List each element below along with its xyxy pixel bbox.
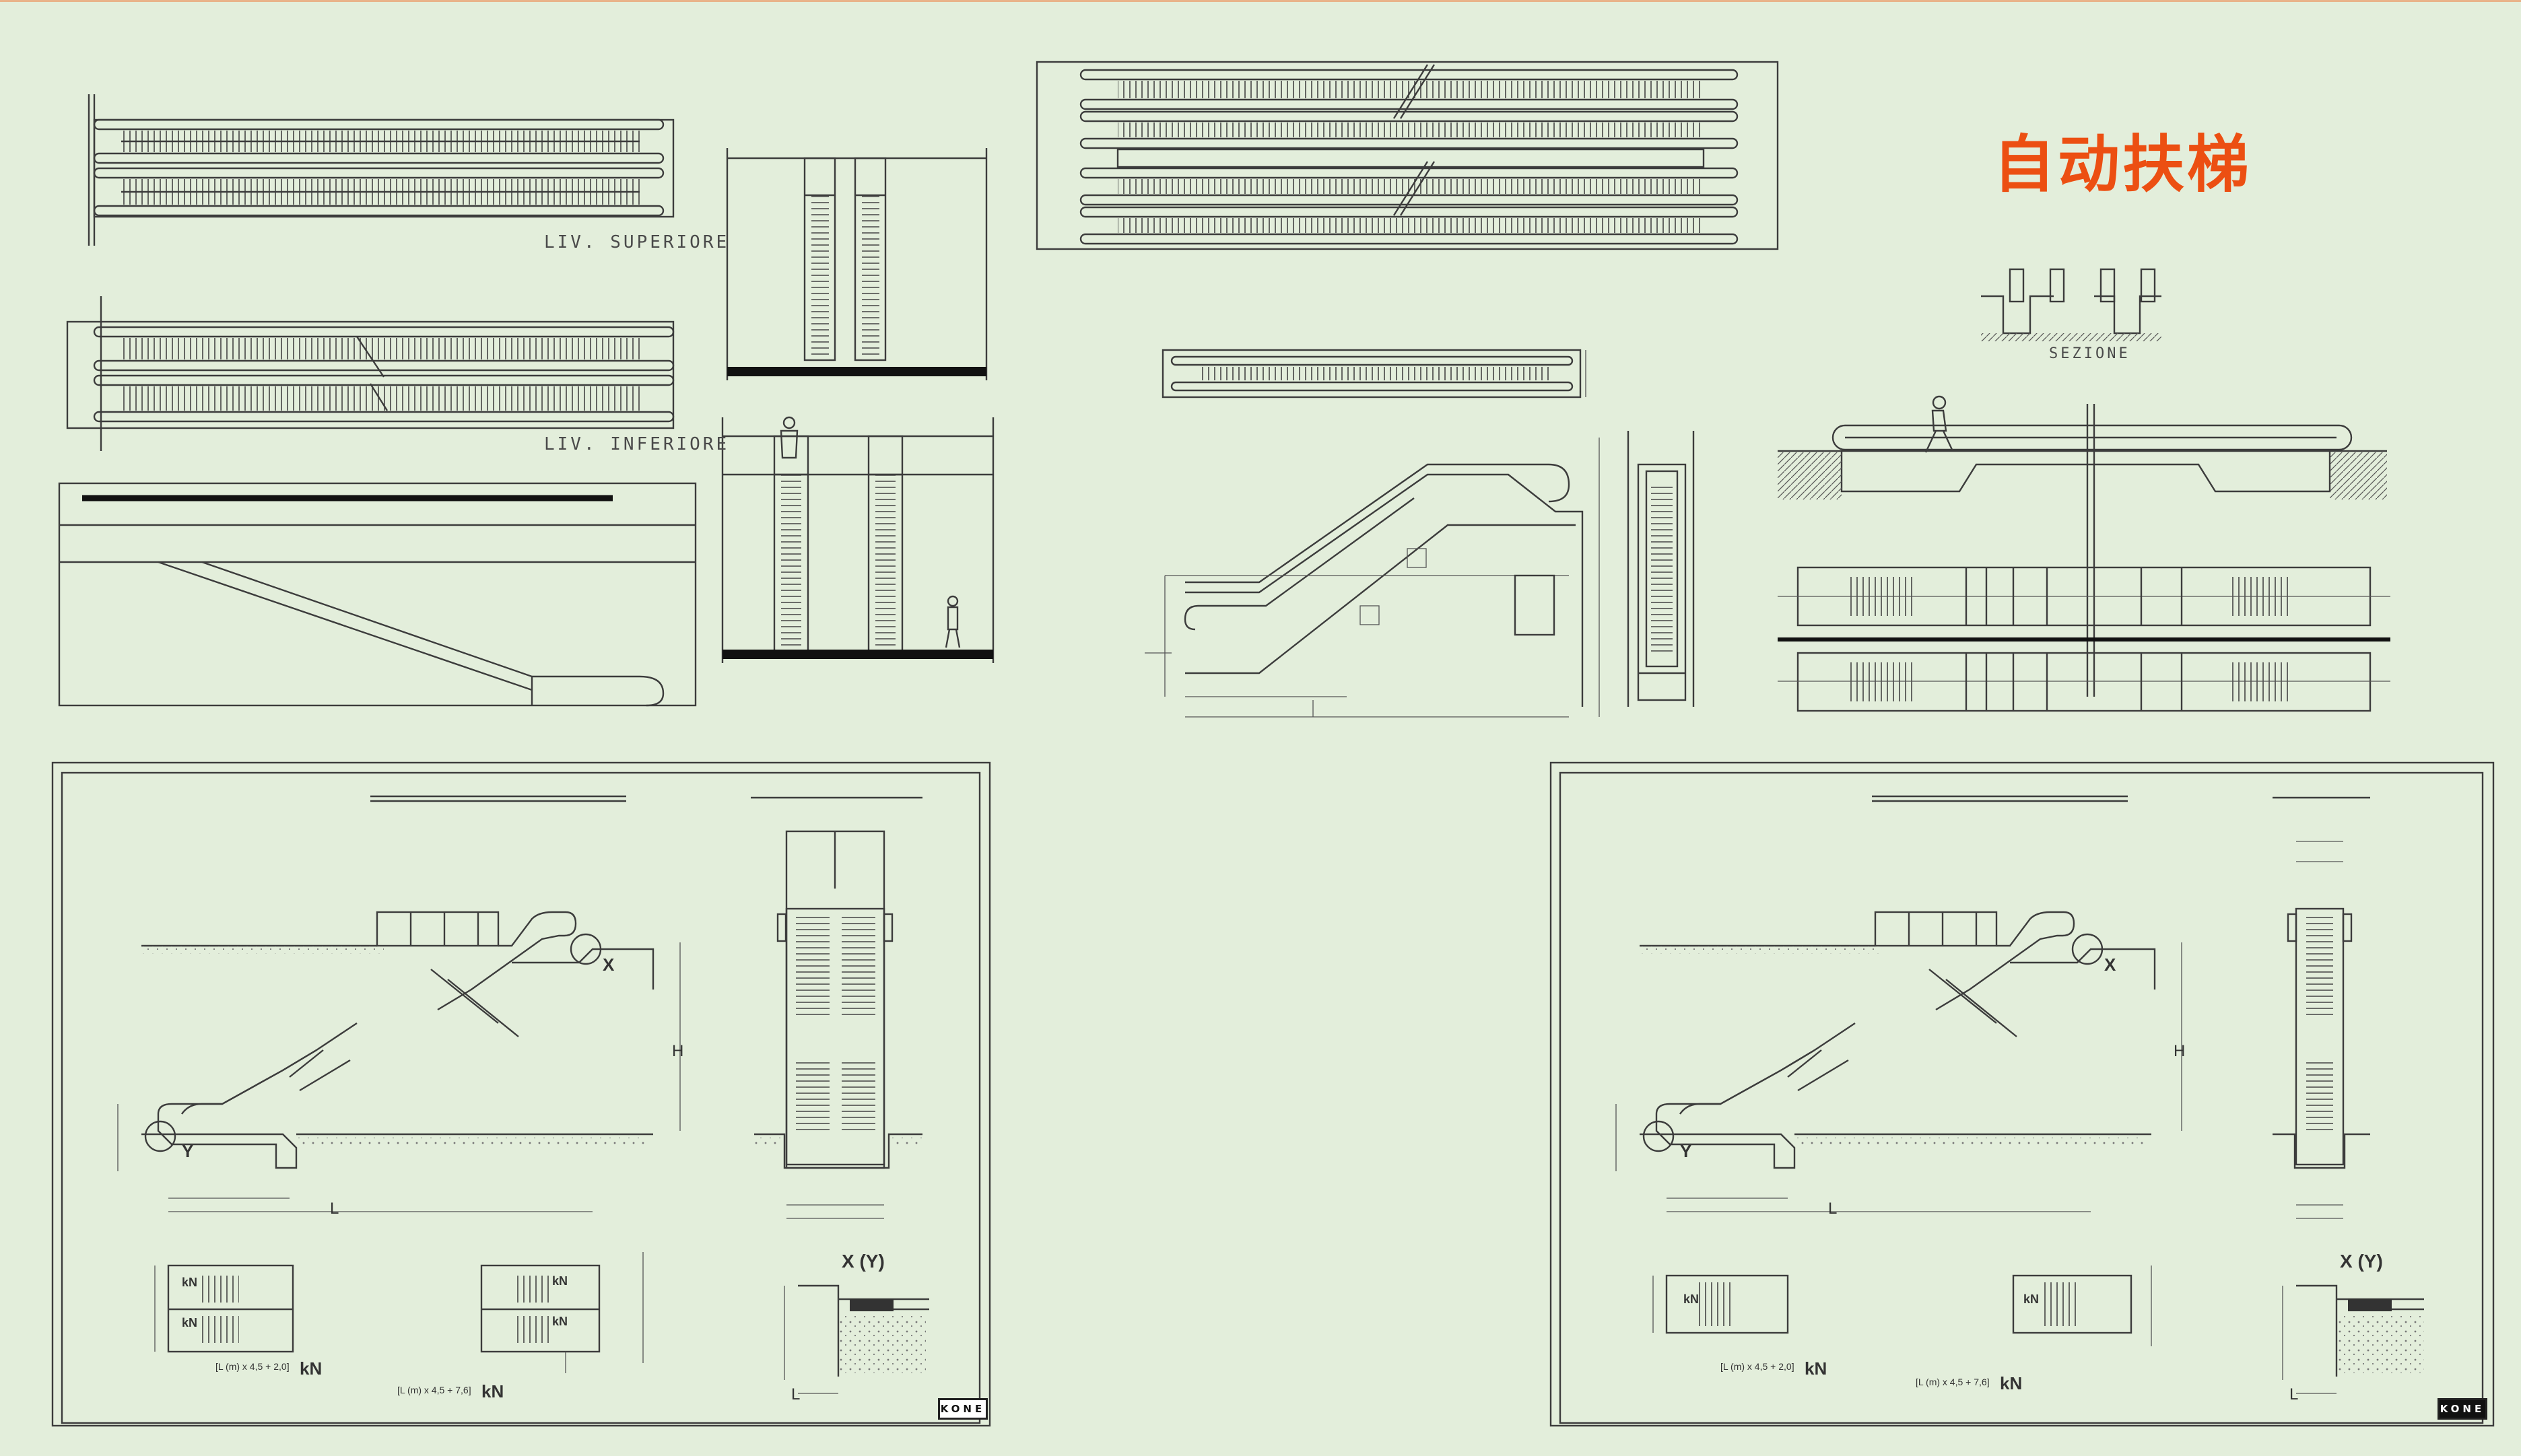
sheet-left-formula-1: [L (m) x 4,5 + 2,0] xyxy=(215,1361,290,1372)
sheet-left-detail-title: X (Y) xyxy=(842,1251,885,1272)
sheet-left-length: L xyxy=(330,1200,339,1218)
sheet-right-kn-b: kN xyxy=(2023,1292,2040,1306)
sheet-left-kn-1: kN xyxy=(300,1358,323,1379)
sheet-right-kn-2: kN xyxy=(2000,1373,2023,1393)
sheet-left-kn-c: kN xyxy=(552,1274,568,1288)
moving-walk-plan xyxy=(1778,566,2390,712)
escalator-elevation-dim xyxy=(1145,438,1600,718)
plan-lower-level xyxy=(66,296,675,451)
sheet-right-height: H xyxy=(2174,1042,2186,1060)
sheet-right xyxy=(1549,761,2495,1427)
sheet-right-logo: KONE xyxy=(2438,1398,2487,1420)
lower-level-label: LIV. INFERIORE xyxy=(544,434,730,454)
sheet-right-detail-title: X (Y) xyxy=(2340,1251,2383,1272)
sheet-right-detail-length: L xyxy=(2289,1385,2299,1403)
side-elevation-left xyxy=(58,482,697,707)
sheet-left-kn-a: kN xyxy=(182,1276,198,1289)
sheet-right-detail-x: X xyxy=(2104,955,2116,975)
plan-small-mid xyxy=(1162,349,1586,398)
sheet-right-formula-1: [L (m) x 4,5 + 2,0] xyxy=(1720,1361,1794,1372)
section-top-twin xyxy=(726,148,988,380)
sheet-left-height: H xyxy=(672,1042,684,1060)
narrow-vertical-plan xyxy=(1627,431,1695,707)
top-border-line xyxy=(0,0,2521,2)
sheet-left-detail-x: X xyxy=(603,955,615,975)
section-sketch xyxy=(1981,268,2161,341)
sheet-right-kn-a: kN xyxy=(1683,1292,1700,1306)
sheet-right-length: L xyxy=(1828,1200,1838,1218)
sheet-left-formula-2: [L (m) x 4,5 + 7,6] xyxy=(397,1385,471,1395)
plan-wide xyxy=(1036,61,1779,250)
sheet-left-detail-y: Y xyxy=(182,1141,194,1161)
section-label: SEZIONE xyxy=(2049,345,2130,362)
sheet-left-kn-b: kN xyxy=(182,1316,198,1329)
sheet-left xyxy=(51,761,991,1427)
sheet-left-kn-d: kN xyxy=(552,1315,568,1328)
sheet-left-kn-2: kN xyxy=(481,1381,504,1401)
section-bottom-twin xyxy=(721,416,995,663)
sheet-left-logo: KONE xyxy=(938,1398,988,1420)
plan-upper-level xyxy=(88,94,675,246)
sheet-right-kn-1: kN xyxy=(1805,1358,1827,1379)
moving-walk-elevation xyxy=(1778,395,2387,697)
upper-level-label: LIV. SUPERIORE xyxy=(544,232,730,252)
sheet-right-detail-y: Y xyxy=(1680,1141,1692,1161)
sheet-right-formula-2: [L (m) x 4,5 + 7,6] xyxy=(1916,1377,1990,1387)
drawing-title: 自动扶梯 xyxy=(1993,129,2252,201)
sheet-left-detail-length: L xyxy=(791,1385,801,1403)
